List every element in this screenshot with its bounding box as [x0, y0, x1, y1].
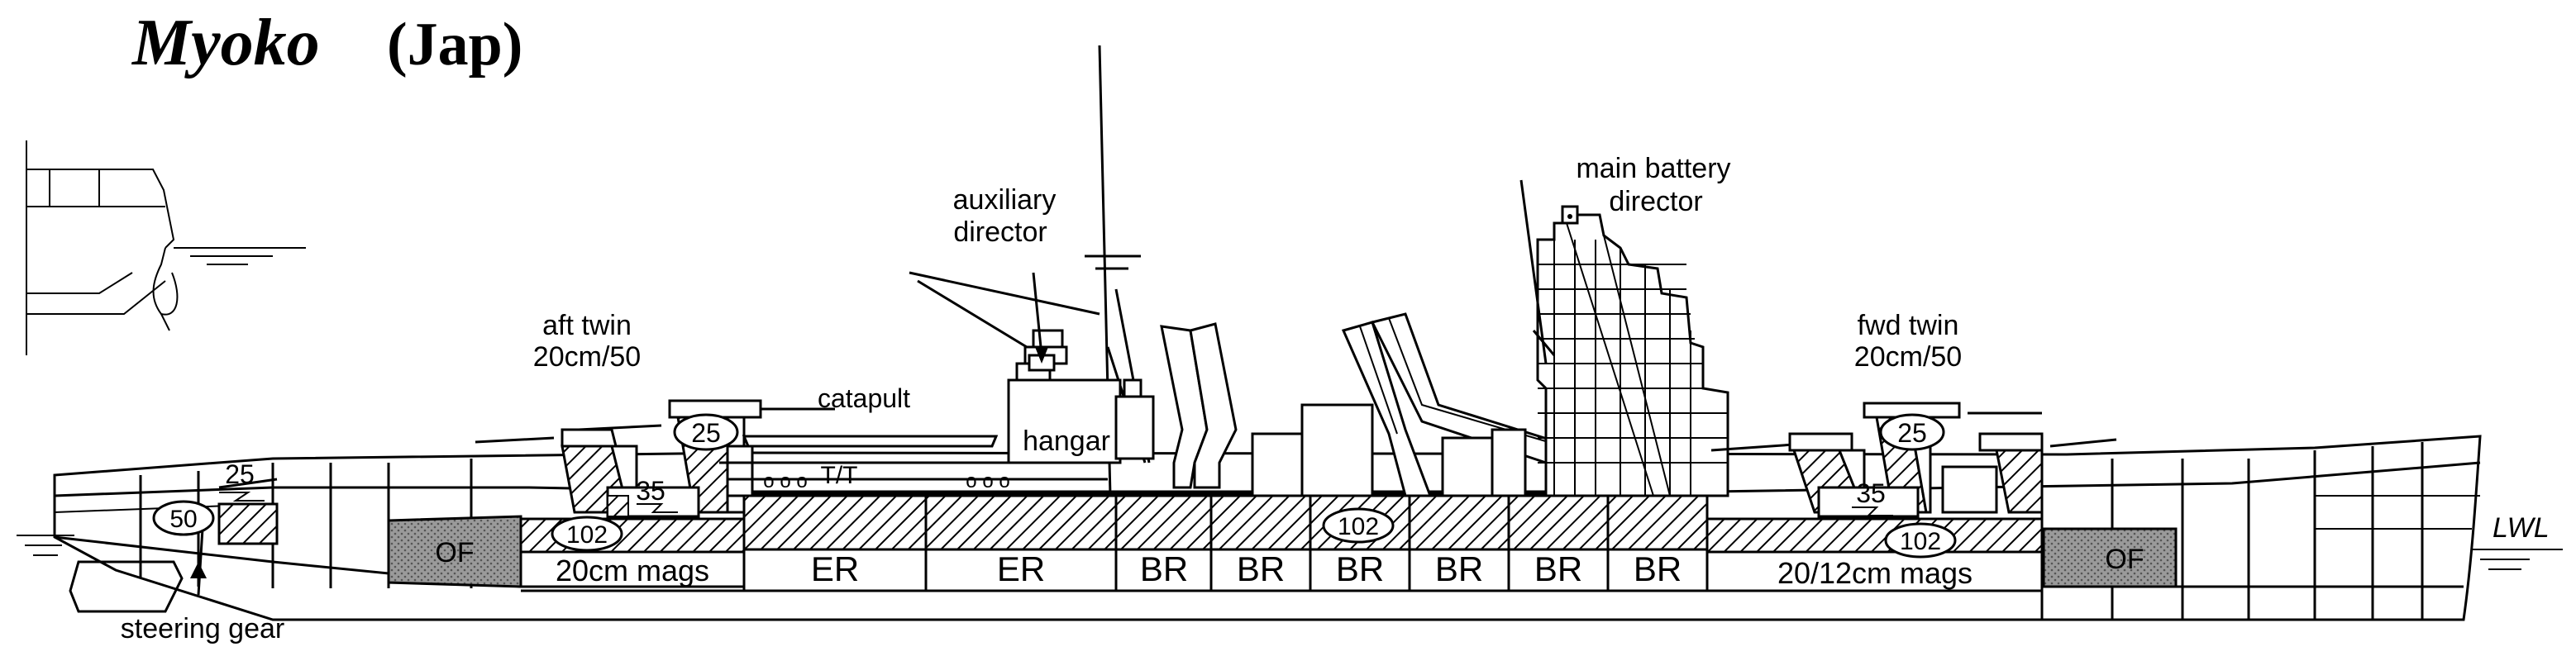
rudder — [69, 528, 207, 613]
tube-ports-fwd: o o o — [966, 470, 1009, 492]
midship-deckhouses — [1251, 403, 1527, 497]
aft-turret-label-line2: 20cm/50 — [533, 341, 641, 373]
armor-aft-belt-oval — [551, 516, 623, 552]
inset-midship-section — [26, 140, 306, 355]
armor-stern-deck-value: 25 — [225, 459, 255, 489]
compartment-label: BR — [1435, 549, 1483, 588]
armor-steering-oval — [152, 500, 215, 536]
fwd-turret-label-line2: 20cm/50 — [1854, 341, 1962, 373]
compartment-label: BR — [1140, 549, 1188, 588]
armor-fwd-belt-oval — [1884, 522, 1957, 559]
fwd-turrets: 25 35 102 — [1710, 402, 2117, 559]
forward-bridge — [1519, 179, 1729, 497]
tube-ports-aft: o o o — [763, 470, 807, 492]
main-director-label-line2: director — [1609, 186, 1702, 217]
stern-armor: 50 25 — [152, 459, 279, 545]
armor-aft-barbette-value: 25 — [691, 418, 721, 448]
compartment-label: 20cm mags — [556, 554, 709, 587]
hangar-label: hangar — [1023, 426, 1110, 457]
armor-aft-barbette-oval — [673, 413, 739, 451]
compartment-label: OF — [435, 537, 474, 568]
aft-oil-fuel: OF — [387, 515, 522, 588]
armor-aft-belt-value: 102 — [566, 521, 608, 549]
torpedo-tubes-label: T/T — [821, 462, 858, 489]
compartment-label: ER — [811, 549, 859, 588]
title-nation: (Jap) — [387, 11, 522, 78]
fwd-turret-label-line1: fwd twin — [1858, 310, 1959, 341]
steering-gear-label: steering gear — [121, 613, 284, 644]
armor-fwd-barbette-value: 25 — [1897, 418, 1927, 448]
aux-director-label-line1: auxiliary — [953, 184, 1057, 216]
armor-fwd-barbette-oval — [1879, 413, 1945, 451]
catapult-label: catapult — [818, 383, 910, 413]
armor-fwd-deck-value: 35 — [1856, 478, 1886, 508]
aux-director-label-line2: director — [953, 216, 1047, 248]
fwd-oil-fuel: OF — [2042, 527, 2178, 588]
armor-steering-value: 50 — [169, 506, 197, 533]
armor-mid-belt-oval — [1322, 507, 1395, 544]
compartment-label: BR — [1634, 549, 1682, 588]
compartment-label: 20/12cm mags — [1777, 556, 1973, 590]
title-ship-name: Myoko — [131, 7, 320, 79]
compartment-label: BR — [1336, 549, 1384, 588]
aft-turret-label-line1: aft twin — [542, 310, 632, 341]
annotations: aft twin 20cm/50 fwd twin 20cm/50 auxili… — [121, 153, 1962, 644]
armor-aft-deck-value: 35 — [636, 476, 665, 506]
armor-mid-belt-value: 102 — [1338, 513, 1379, 540]
aft-magazine-armor: 102 — [519, 516, 746, 554]
compartments: 20cm mags ER ER BR BR BR BR BR BR 20/12c… — [519, 494, 2044, 592]
auxiliary-director — [1028, 272, 1056, 372]
armor-fwd-belt-value: 102 — [1900, 528, 1941, 555]
compartment-label: OF — [2105, 544, 2144, 575]
figure-title: Myoko (Jap) — [131, 7, 522, 79]
waterline-label: LWL — [2493, 512, 2550, 544]
catapult-and-tubes: catapult T/T o o o o o o — [719, 383, 1108, 497]
aft-superstructure: hangar — [1007, 329, 1155, 464]
compartment-label: BR — [1534, 549, 1582, 588]
compartment-label: BR — [1237, 549, 1285, 588]
waterline-marker: LWL — [2472, 512, 2563, 570]
compartment-label: ER — [997, 549, 1045, 588]
main-director-label-line1: main battery — [1576, 153, 1730, 184]
